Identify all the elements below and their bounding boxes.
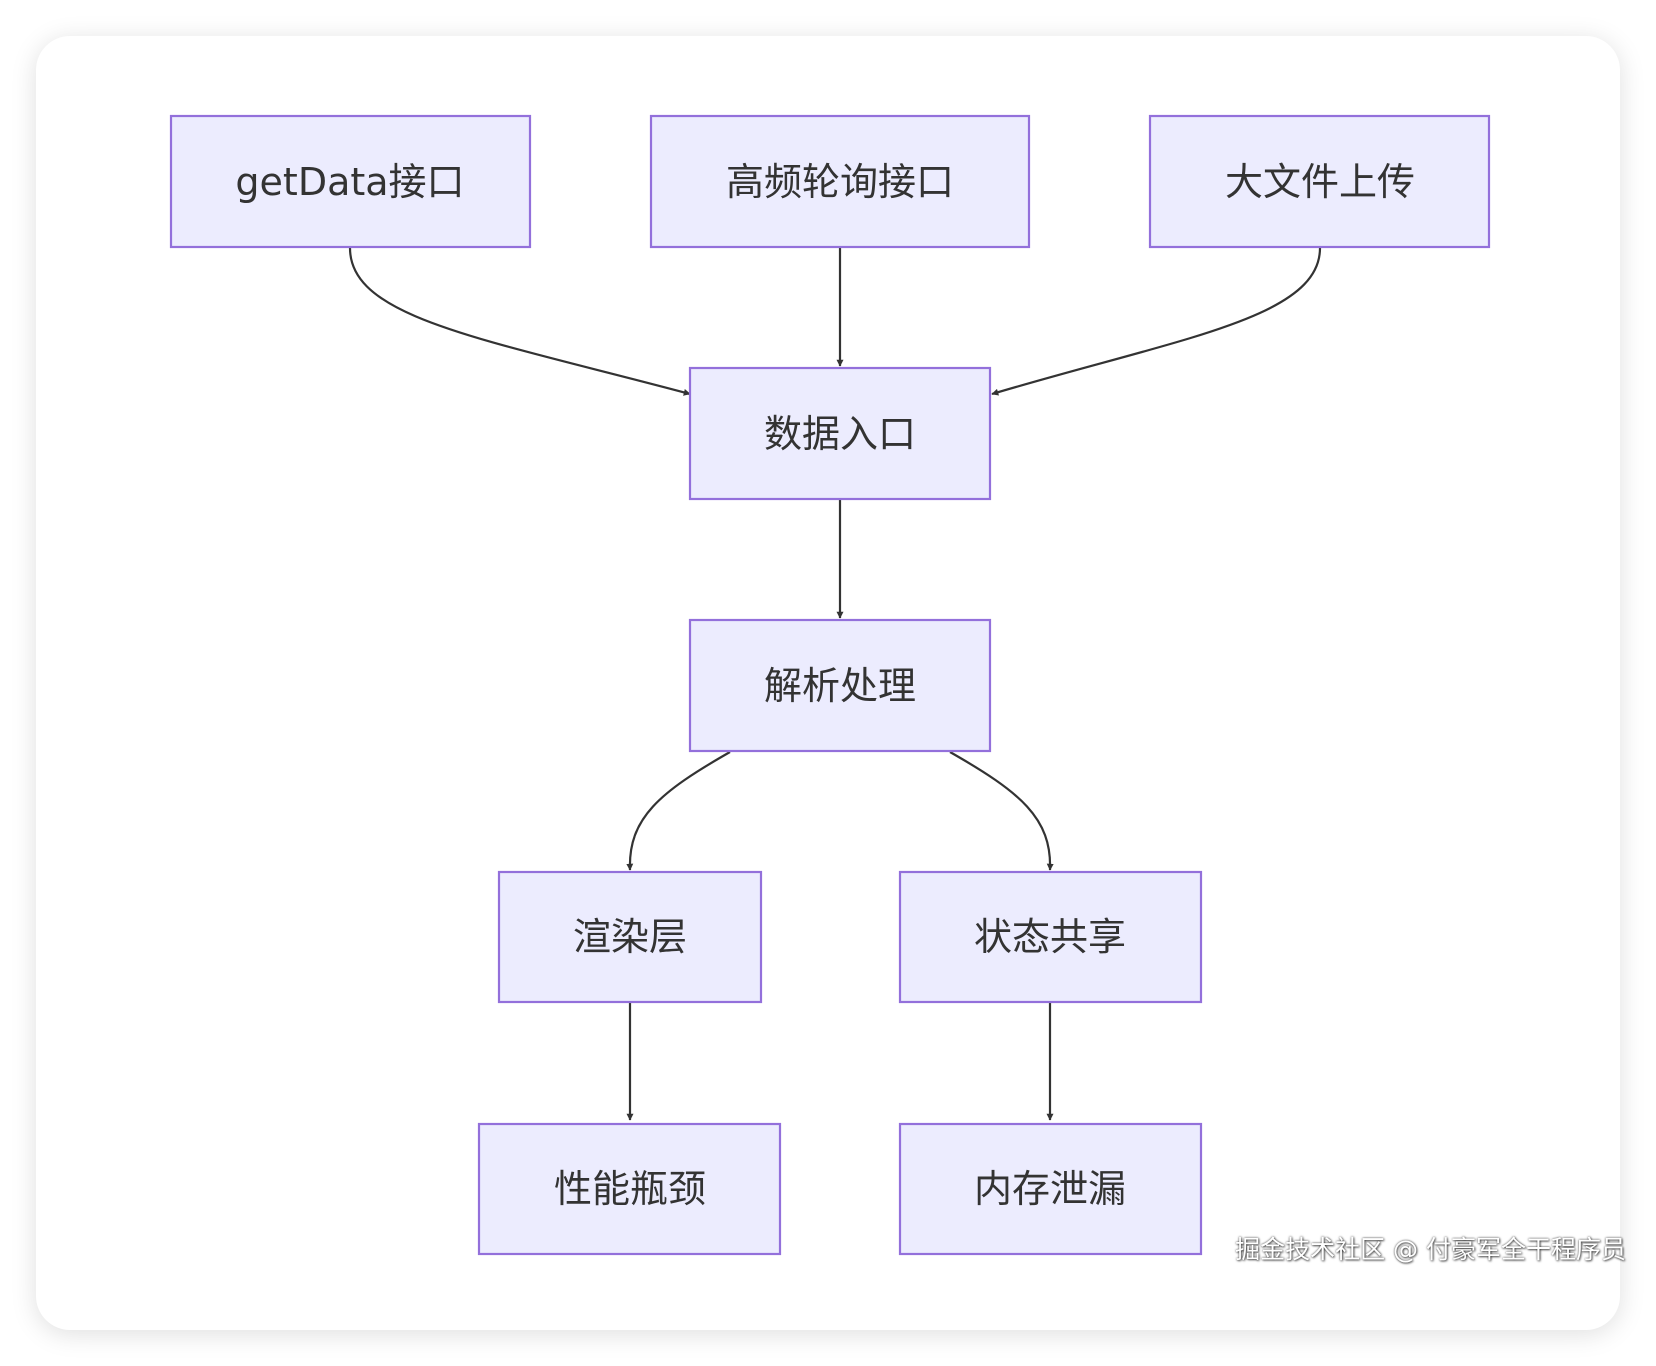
- edge-parse-to-state: [949, 751, 1054, 871]
- node-perf-box: [477, 1122, 782, 1256]
- watermark: 掘金技术社区 @ 付豪军全干程序员: [1235, 1235, 1626, 1264]
- node-upload: 大文件上传: [1148, 114, 1491, 249]
- node-entry-box: [688, 366, 992, 501]
- node-upload-box: [1148, 114, 1491, 249]
- node-render-box: [497, 870, 763, 1004]
- node-state: 状态共享: [898, 870, 1203, 1004]
- node-getdata: getData接口: [169, 114, 532, 249]
- edge-upload-to-entry: [991, 247, 1322, 396]
- node-state-box: [898, 870, 1203, 1004]
- node-perf-label: 性能瓶颈: [554, 1167, 706, 1211]
- node-render: 渲染层: [497, 870, 763, 1004]
- node-perf: 性能瓶颈: [477, 1122, 782, 1256]
- node-leak-box: [898, 1122, 1203, 1256]
- node-polling-label: 高频轮询接口: [726, 160, 954, 204]
- node-getdata-box: [169, 114, 532, 249]
- edge-parse-to-render: [626, 751, 731, 871]
- node-entry: 数据入口: [688, 366, 992, 501]
- node-leak-label: 内存泄漏: [974, 1167, 1126, 1211]
- node-getdata-label: getData接口: [235, 160, 464, 204]
- node-render-label: 渲染层: [573, 915, 687, 959]
- node-state-label: 状态共享: [974, 915, 1126, 959]
- node-polling: 高频轮询接口: [649, 114, 1031, 249]
- node-polling-box: [649, 114, 1031, 249]
- node-parse-label: 解析处理: [764, 664, 916, 708]
- edges: [348, 247, 1322, 1121]
- edge-getdata-to-entry: [348, 247, 691, 396]
- node-parse-box: [688, 618, 992, 753]
- node-entry-label: 数据入口: [764, 412, 916, 456]
- node-parse: 解析处理: [688, 618, 992, 753]
- node-leak: 内存泄漏: [898, 1122, 1203, 1256]
- node-upload-label: 大文件上传: [1225, 160, 1415, 204]
